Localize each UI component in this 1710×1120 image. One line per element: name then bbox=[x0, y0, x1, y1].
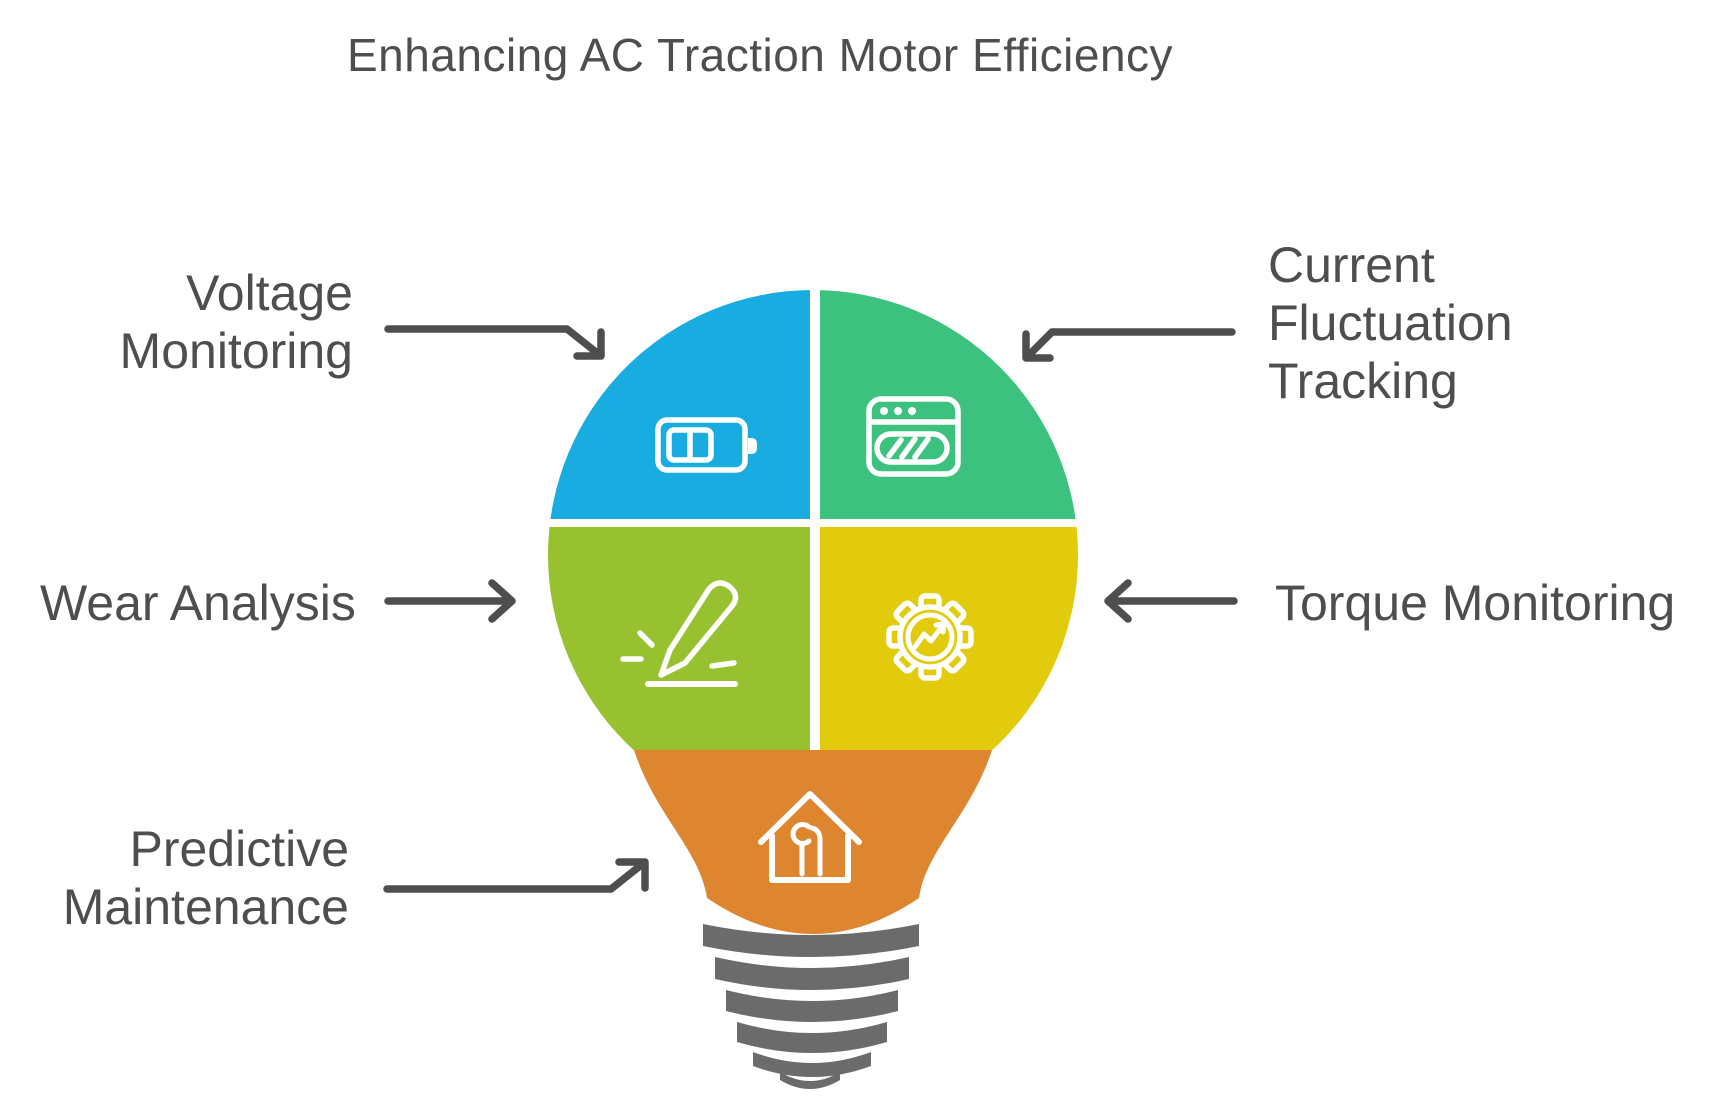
label-wear-analysis: Wear Analysis bbox=[40, 574, 356, 632]
dashboard-window-icon bbox=[866, 396, 961, 477]
arrow-torque-monitoring bbox=[1104, 579, 1238, 623]
label-line: Voltage bbox=[186, 265, 353, 321]
battery-icon bbox=[655, 417, 757, 473]
segment-predictive-maintenance bbox=[634, 750, 992, 934]
gear-chart-icon bbox=[886, 593, 974, 681]
label-voltage-monitoring: Voltage Monitoring bbox=[120, 264, 353, 380]
label-line: Current bbox=[1268, 237, 1435, 293]
label-current-fluctuation-tracking: Current Fluctuation Tracking bbox=[1268, 236, 1513, 410]
label-line: Wear Analysis bbox=[40, 575, 356, 631]
arrow-predictive-maintenance bbox=[383, 858, 649, 893]
label-torque-monitoring: Torque Monitoring bbox=[1275, 574, 1675, 632]
segment-wear-analysis bbox=[548, 527, 810, 750]
label-line: Fluctuation bbox=[1268, 295, 1513, 351]
arrow-wear-analysis bbox=[384, 579, 516, 623]
house-wrench-icon bbox=[758, 791, 862, 883]
page-title: Enhancing AC Traction Motor Efficiency bbox=[346, 29, 1174, 81]
arrow-current-fluctuation bbox=[1022, 328, 1236, 362]
segment-torque-monitoring bbox=[820, 527, 1078, 750]
segment-current-fluctuation bbox=[820, 290, 1078, 519]
scalpel-icon bbox=[620, 580, 739, 687]
arrow-voltage-monitoring bbox=[384, 325, 605, 360]
label-line: Tracking bbox=[1268, 353, 1458, 409]
label-line: Torque Monitoring bbox=[1275, 575, 1676, 631]
label-line: Predictive bbox=[129, 821, 349, 877]
label-predictive-maintenance: Predictive Maintenance bbox=[63, 820, 349, 936]
bulb-screw-base bbox=[703, 924, 919, 1089]
label-line: Maintenance bbox=[62, 879, 349, 935]
segment-voltage-monitoring bbox=[548, 290, 810, 519]
label-line: Monitoring bbox=[119, 323, 353, 379]
